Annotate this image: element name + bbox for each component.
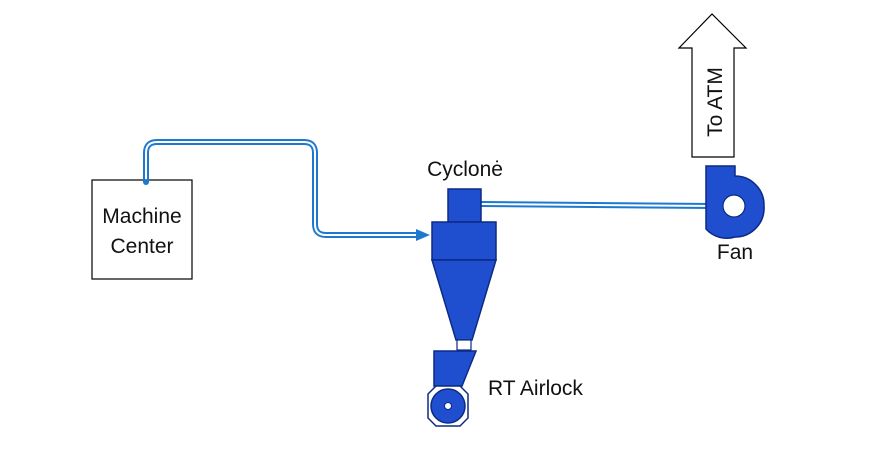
cyclone: Cyclonė [427, 158, 503, 341]
cyclone-cone [430, 259, 498, 341]
machine-center-label-line2: Center [110, 235, 173, 258]
rt-airlock: RT Airlock [427, 350, 583, 427]
airlock-hopper [433, 350, 478, 387]
fan-label: Fan [717, 241, 753, 264]
arrow-up-icon [677, 13, 748, 158]
cyclone-label: Cyclonė [427, 158, 503, 181]
exhaust-arrow: To ATM [677, 13, 748, 158]
inlet-duct [143, 139, 430, 241]
cyclone-outlet [447, 188, 482, 223]
fan: Fan [705, 165, 765, 264]
machine-center-label-line1: Machine [102, 205, 181, 228]
outlet-duct [480, 201, 725, 211]
arrow-right-icon [416, 229, 430, 241]
airlock-connector [456, 339, 472, 351]
machine-center: Machine Center [91, 179, 193, 280]
cyclone-body [431, 221, 497, 261]
exhaust-label: To ATM [704, 67, 727, 137]
airlock-label: RT Airlock [488, 377, 583, 400]
airlock-shaft [444, 402, 452, 410]
fan-inlet [722, 194, 746, 218]
